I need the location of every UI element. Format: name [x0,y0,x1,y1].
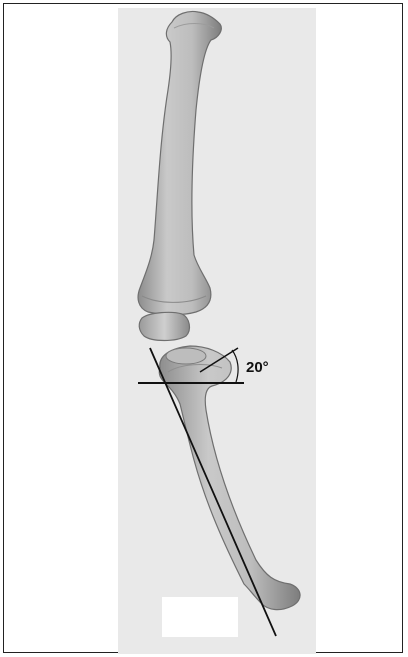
angle-arc [232,350,238,382]
lower-bone [159,346,300,610]
upper-bone [138,11,221,314]
angle-label: 20° [246,359,269,376]
kneecap-bone [139,312,189,340]
bone-axis-line [150,348,276,636]
blank-label-box [162,597,238,637]
